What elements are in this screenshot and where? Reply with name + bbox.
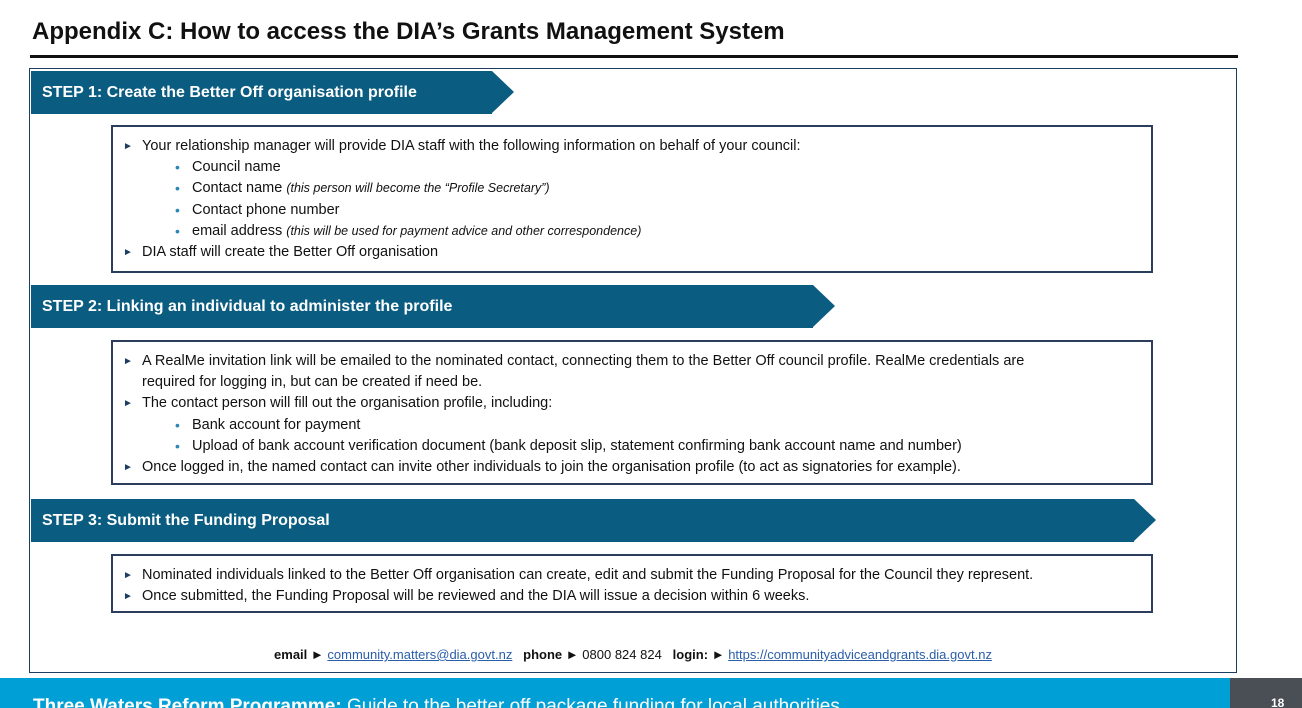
triangle-bullet-icon: ► xyxy=(123,398,133,410)
step-1-banner: STEP 1: Create the Better Off organisati… xyxy=(31,71,514,114)
step-1-details: ► Your relationship manager will provide… xyxy=(111,125,1153,273)
contact-line: email ► community.matters@dia.govt.nz ph… xyxy=(0,647,1266,662)
dot-bullet-icon: • xyxy=(175,201,180,218)
email-label: email xyxy=(274,647,308,662)
sub-list-item: • Bank account for payment xyxy=(123,415,1137,436)
list-item-text: The contact person will fill out the org… xyxy=(142,395,553,412)
step-3-details: ► Nominated individuals linked to the Be… xyxy=(111,554,1153,613)
dot-bullet-icon: • xyxy=(175,222,180,239)
chevron-right-icon xyxy=(813,285,835,327)
triangle-marker-icon: ► xyxy=(711,647,725,662)
list-item: ► A RealMe invitation link will be email… xyxy=(123,351,1137,372)
dot-bullet-icon: • xyxy=(175,159,180,176)
page-number-box: 18 xyxy=(1230,678,1302,708)
triangle-bullet-icon: ► xyxy=(123,141,133,152)
triangle-marker-icon: ► xyxy=(310,647,324,662)
triangle-bullet-icon: ► xyxy=(123,462,133,474)
step-3-banner: STEP 3: Submit the Funding Proposal xyxy=(31,499,1156,542)
list-item-text: Contact name xyxy=(192,180,283,197)
list-item-text: required for logging in, but can be crea… xyxy=(142,374,483,391)
triangle-marker-icon: ► xyxy=(565,647,579,662)
chevron-right-icon xyxy=(1134,499,1156,541)
list-item-text: Your relationship manager will provide D… xyxy=(142,138,801,154)
list-item: ► The contact person will fill out the o… xyxy=(123,393,1137,414)
step-1-banner-label: STEP 1: Create the Better Off organisati… xyxy=(42,84,417,101)
list-item-text: A RealMe invitation link will be emailed… xyxy=(142,353,1025,369)
login-label: login: xyxy=(672,647,709,662)
list-item-note: (this person will become the “Profile Se… xyxy=(286,181,550,196)
step-3-banner-label: STEP 3: Submit the Funding Proposal xyxy=(42,512,330,529)
list-item-text: Contact phone number xyxy=(192,201,340,218)
step-2-banner: STEP 2: Linking an individual to adminis… xyxy=(31,285,835,328)
sub-list-item: • Council name xyxy=(123,157,1137,178)
list-item-text: email address xyxy=(192,222,283,239)
list-item-text: DIA staff will create the Better Off org… xyxy=(142,244,439,261)
list-item-text: Once submitted, the Funding Proposal wil… xyxy=(142,588,810,605)
footer-programme: Three Waters Reform Programme: xyxy=(33,696,342,708)
phone-label: phone xyxy=(523,647,563,662)
list-item-text: Nominated individuals linked to the Bett… xyxy=(142,567,1034,583)
list-item: ► Once logged in, the named contact can … xyxy=(123,457,1137,478)
triangle-bullet-icon: ► xyxy=(123,356,133,367)
step-2-details: ► A RealMe invitation link will be email… xyxy=(111,340,1153,485)
phone-number: 0800 824 824 xyxy=(582,647,662,662)
footer-subtitle: Guide to the better off package funding … xyxy=(346,696,840,708)
list-item-continuation: required for logging in, but can be crea… xyxy=(123,372,1137,393)
sub-list-item: • email address (this will be used for p… xyxy=(123,221,1137,242)
list-item: ► Nominated individuals linked to the Be… xyxy=(123,565,1137,586)
login-link[interactable]: https://communityadviceandgrants.dia.gov… xyxy=(728,647,992,662)
sub-list-item: • Contact name (this person will become … xyxy=(123,178,1137,199)
step-2-banner-label: STEP 2: Linking an individual to adminis… xyxy=(42,298,453,315)
dot-bullet-icon: • xyxy=(175,437,180,454)
email-link[interactable]: community.matters@dia.govt.nz xyxy=(327,647,513,662)
title-divider xyxy=(30,55,1238,58)
footer-bar: Three Waters Reform Programme: Guide to … xyxy=(0,678,1230,708)
list-item: ► Once submitted, the Funding Proposal w… xyxy=(123,586,1137,607)
list-item-text: Bank account for payment xyxy=(192,416,361,433)
chevron-right-icon xyxy=(492,71,514,113)
footer-text: Three Waters Reform Programme: Guide to … xyxy=(33,696,840,708)
list-item: ► DIA staff will create the Better Off o… xyxy=(123,242,1137,263)
page-title: Appendix C: How to access the DIA’s Gran… xyxy=(32,18,785,45)
triangle-bullet-icon: ► xyxy=(123,570,133,581)
triangle-bullet-icon: ► xyxy=(123,591,133,603)
dot-bullet-icon: • xyxy=(175,180,180,197)
sub-list-item: • Contact phone number xyxy=(123,200,1137,221)
page-number: 18 xyxy=(1271,696,1285,708)
triangle-bullet-icon: ► xyxy=(123,247,133,259)
list-item-text: Once logged in, the named contact can in… xyxy=(142,459,961,476)
sub-list-item: • Upload of bank account verification do… xyxy=(123,436,1137,457)
content-frame xyxy=(29,68,1237,673)
list-item-text: Upload of bank account verification docu… xyxy=(192,437,962,454)
list-item-text: Council name xyxy=(192,159,281,176)
list-item: ► Your relationship manager will provide… xyxy=(123,136,1137,157)
list-item-note: (this will be used for payment advice an… xyxy=(286,223,642,238)
dot-bullet-icon: • xyxy=(175,416,180,433)
